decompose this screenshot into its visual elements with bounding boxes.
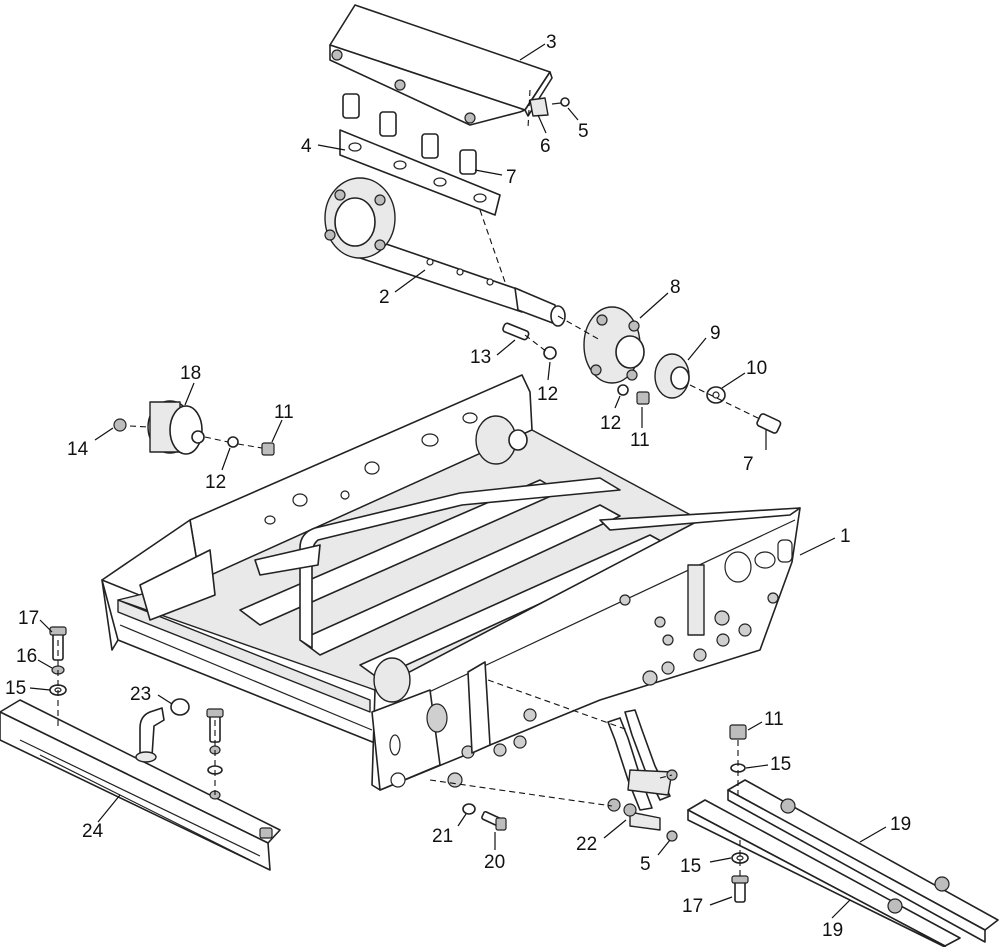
callout-4: 4	[301, 136, 312, 157]
clamp-plate	[339, 129, 501, 216]
callout-19: 19	[822, 920, 843, 941]
fitting-23	[135, 698, 190, 763]
hub-flange	[583, 306, 645, 384]
callout-24: 24	[82, 821, 104, 842]
callout-6: 6	[540, 136, 551, 157]
callout-1: 1	[840, 526, 851, 547]
skid-rail-lower	[687, 799, 961, 947]
callout-11: 11	[630, 430, 650, 451]
callout-20: 20	[484, 852, 505, 873]
callout-17: 17	[682, 896, 703, 917]
callout-10: 10	[746, 358, 767, 379]
callout-14: 14	[67, 439, 89, 460]
callout-17: 17	[18, 608, 39, 629]
callout-9: 9	[710, 323, 721, 344]
pulley	[654, 353, 690, 399]
callout-2: 2	[379, 287, 390, 308]
shaft-assembly	[324, 177, 566, 327]
callout-7: 7	[743, 454, 754, 475]
bolt-7-lower	[756, 413, 782, 434]
top-cover	[329, 4, 553, 126]
washer-12-mid	[617, 384, 629, 396]
callout-12: 12	[537, 384, 558, 405]
skid-rail-upper	[727, 779, 999, 943]
callout-16: 16	[16, 646, 37, 667]
callout-18: 18	[180, 363, 201, 384]
pipe-bracket-22	[607, 709, 678, 842]
callout-15: 15	[5, 678, 26, 699]
callout-11: 11	[764, 709, 784, 730]
callout-22: 22	[576, 834, 597, 855]
callout-3: 3	[546, 32, 557, 53]
callout-8: 8	[670, 277, 681, 298]
rail-24	[0, 699, 281, 871]
assembly-lines	[57, 89, 763, 876]
pin-13	[502, 322, 530, 341]
callout-15: 15	[770, 754, 791, 775]
callout-15: 15	[680, 856, 701, 877]
bolt-set	[342, 93, 477, 175]
washer-21	[462, 803, 476, 815]
callout-5: 5	[640, 854, 651, 875]
callout-5: 5	[578, 121, 589, 142]
washer-10-hole	[712, 391, 720, 399]
small-bracket	[529, 97, 570, 117]
roller-18	[113, 400, 275, 456]
callout-19: 19	[890, 814, 911, 835]
callout-12: 12	[205, 472, 226, 493]
washer-12-upper	[543, 346, 557, 360]
callout-21: 21	[432, 826, 453, 847]
main-frame	[101, 374, 801, 791]
nut-11-mid	[636, 391, 650, 405]
callout-7: 7	[506, 167, 517, 188]
fastener-stack-right	[729, 724, 749, 903]
callout-12: 12	[600, 413, 621, 434]
bolt-20	[481, 811, 507, 831]
callout-labels: 3 6 5 4 7 2 8 9 10 13 12 12 11 7 18 11 1…	[5, 32, 911, 941]
callout-23: 23	[130, 684, 151, 705]
callout-13: 13	[470, 347, 491, 368]
callout-11: 11	[274, 402, 294, 423]
leader-lines	[29, 43, 887, 919]
